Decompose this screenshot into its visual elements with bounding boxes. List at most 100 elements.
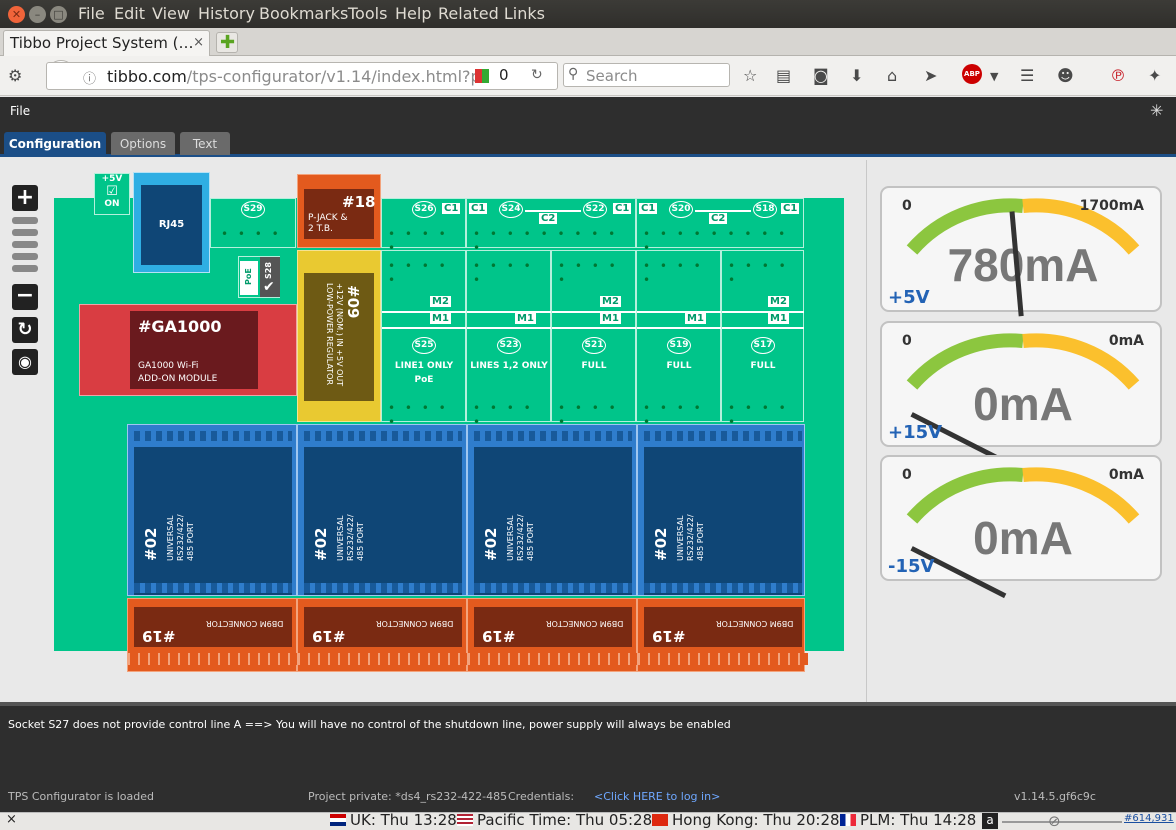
c2-tag: C2 xyxy=(539,213,558,224)
tibbit-19-db9-1[interactable]: #19 DB9M CONNECTOR xyxy=(127,598,298,672)
app-file-menu[interactable]: File xyxy=(10,104,31,118)
tab-close-icon[interactable]: × xyxy=(193,35,204,50)
warning-message: Socket S27 does not provide control line… xyxy=(8,718,731,731)
menu-file[interactable]: File xyxy=(78,4,105,23)
tibbit-02-uart-2[interactable]: #02 UNIVERSAL RS232/422/ 485 PORT xyxy=(297,424,467,596)
alexa-rank[interactable]: #614,931 xyxy=(1124,813,1174,824)
new-tab-button[interactable]: ✚ xyxy=(216,32,238,53)
menu-edit[interactable]: Edit xyxy=(114,4,145,23)
tibbit-02-uart-1[interactable]: #02 UNIVERSAL RS232/422/ 485 PORT xyxy=(127,424,297,596)
c1-tag: C1 xyxy=(639,203,658,214)
m2-line xyxy=(382,311,466,313)
socket-s26[interactable]: S26 C1 • • • • • xyxy=(381,198,466,255)
window-minimize-icon[interactable]: – xyxy=(29,6,46,23)
socket-s25[interactable]: • • • • • M2 M1 S25 LINE1 ONLY PoE • • •… xyxy=(381,250,466,429)
url-text[interactable]: tibbo.com/tps-configurator/v1.14/index.h… xyxy=(107,67,481,86)
reload-icon[interactable]: ↻ xyxy=(531,67,543,83)
spinner-icon[interactable]: ✳ xyxy=(1150,101,1164,120)
gauge-needle xyxy=(910,546,1007,599)
tab-options[interactable]: Options xyxy=(111,132,175,155)
gauge-needle-layer xyxy=(910,546,1007,599)
close-icon[interactable]: × xyxy=(6,812,17,827)
menu-history[interactable]: History xyxy=(198,4,255,23)
search-input[interactable]: ⚲ Search xyxy=(563,63,730,87)
chevron-down-icon[interactable]: ▼ xyxy=(990,70,999,83)
m2-line xyxy=(467,311,551,313)
gauge-needle-layer xyxy=(1009,211,1024,317)
zoom-level-5[interactable] xyxy=(12,265,38,272)
zoom-level-4[interactable] xyxy=(12,253,38,260)
uart-number: #02 xyxy=(482,527,500,561)
menu-view[interactable]: View xyxy=(152,4,190,23)
power-on-toggle[interactable]: +5V ☑ ON xyxy=(94,173,130,215)
view-eye-icon[interactable]: ◉ xyxy=(12,349,38,375)
bookmark-star-icon[interactable]: ☆ xyxy=(743,66,758,85)
uart-line1: UNIVERSAL xyxy=(676,515,685,561)
db9-number: #19 xyxy=(482,627,516,645)
tibbit-02-uart-3[interactable]: #02 UNIVERSAL RS232/422/ 485 PORT xyxy=(467,424,637,596)
socket-s18-label: S18 xyxy=(753,201,777,218)
zoom-level-2[interactable] xyxy=(12,229,38,236)
menu-bookmarks[interactable]: Bookmarks xyxy=(259,4,349,23)
url-bar[interactable]: ⓘ tibbo.com/tps-configurator/v1.14/index… xyxy=(46,62,558,90)
rotate-icon[interactable]: ↻ xyxy=(12,317,38,343)
tibbit-19-db9-3[interactable]: #19 DB9M CONNECTOR xyxy=(467,598,638,672)
socket-s23[interactable]: • • • • • M1 S23 LINES 1,2 ONLY • • • • … xyxy=(466,250,551,429)
zoom-in-button[interactable]: + xyxy=(12,185,38,211)
db9-number: #19 xyxy=(312,627,346,645)
menu-help[interactable]: Help xyxy=(395,4,432,23)
gauge-needle xyxy=(1009,211,1024,317)
on-label: ON xyxy=(104,199,120,209)
tibbit-09-regulator[interactable]: #09 +12V (NOM.) IN +5V OUT LOW-POWER REG… xyxy=(297,250,381,422)
tibbit-18-pjack[interactable]: #18 P-JACK & 2 T.B. xyxy=(297,174,381,248)
rj45-socket[interactable]: RJ45 xyxy=(133,172,210,273)
download-icon[interactable]: ⬇ xyxy=(850,66,864,85)
meter-15v: 0 0mA 0mA +15V xyxy=(880,321,1162,465)
adblock-icon[interactable]: ABP xyxy=(962,64,982,84)
socket-s21[interactable]: • • • • • M2 M1 S21 FULL • • • • • xyxy=(551,250,636,429)
identity-icon[interactable]: ⚙ xyxy=(8,66,23,85)
home-icon[interactable]: ⌂ xyxy=(887,66,898,85)
s28-label: S28 xyxy=(264,262,273,279)
socket-s20-s18[interactable]: C1 S20 C2 S18 C1 • • • • • • • • • • xyxy=(636,198,804,255)
socket-s29[interactable]: S29 • • • • xyxy=(210,198,296,248)
status-loaded: TPS Configurator is loaded xyxy=(8,790,154,803)
clock-pacific: Pacific Time: Thu 05:28 xyxy=(477,811,653,829)
tibbit-19-db9-4[interactable]: #19 DB9M CONNECTOR xyxy=(637,598,808,672)
menu-related-links[interactable]: Related Links xyxy=(438,4,545,23)
socket-s17[interactable]: • • • • • M2 M1 S17 FULL • • • • • xyxy=(721,250,804,429)
m1-line xyxy=(637,327,721,329)
meter-voltage: +5V xyxy=(888,287,930,308)
reading-list-icon[interactable]: ▤ xyxy=(776,66,792,85)
login-link[interactable]: <Click HERE to log in> xyxy=(594,790,721,803)
face-icon[interactable]: ☻ xyxy=(1057,66,1074,85)
alexa-icon[interactable]: a xyxy=(982,813,998,829)
c2-tag: C2 xyxy=(709,213,728,224)
tibbit-02-uart-4[interactable]: #02 UNIVERSAL RS232/422/ 485 PORT xyxy=(637,424,805,596)
window-close-icon[interactable]: ✕ xyxy=(8,6,25,23)
socket-s28[interactable]: PoE S28 ✔ xyxy=(238,256,280,298)
pin-dots: • • • • • • • • • • xyxy=(473,227,619,255)
menu-tools[interactable]: Tools xyxy=(348,4,388,23)
socket-s19[interactable]: • • • • • M1 S19 FULL • • • • • xyxy=(636,250,721,429)
tab-text[interactable]: Text xyxy=(180,132,230,155)
zoom-level-1[interactable] xyxy=(12,217,38,224)
twitter-icon[interactable]: ✦ xyxy=(1148,66,1162,85)
tab-configuration[interactable]: Configuration xyxy=(4,132,106,155)
send-icon[interactable]: ➤ xyxy=(924,66,938,85)
zoom-out-button[interactable]: − xyxy=(12,284,38,310)
info-icon[interactable]: ⓘ xyxy=(83,72,97,87)
pinterest-icon[interactable]: ℗ xyxy=(1110,66,1126,85)
tibbit-19-db9-2[interactable]: #19 DB9M CONNECTOR xyxy=(297,598,468,672)
pin-dots: • • • • • xyxy=(728,401,789,429)
uart-line2: RS232/422/ xyxy=(176,514,185,561)
socket-s24-s22[interactable]: C1 S24 C2 S22 C1 • • • • • • • • • • xyxy=(466,198,636,255)
zoom-level-3[interactable] xyxy=(12,241,38,248)
hamburger-menu-icon[interactable]: ☰ xyxy=(1020,66,1035,85)
browser-tab[interactable]: Tibbo Project System (… × xyxy=(3,30,210,57)
c1-tag: C1 xyxy=(442,203,461,214)
ga1000-module[interactable]: #GA1000 GA1000 Wi-Fi ADD-ON MODULE xyxy=(79,304,297,396)
window-maximize-icon[interactable]: □ xyxy=(50,6,67,23)
google-icon[interactable] xyxy=(475,69,489,83)
pocket-icon[interactable]: ◙ xyxy=(813,66,829,85)
